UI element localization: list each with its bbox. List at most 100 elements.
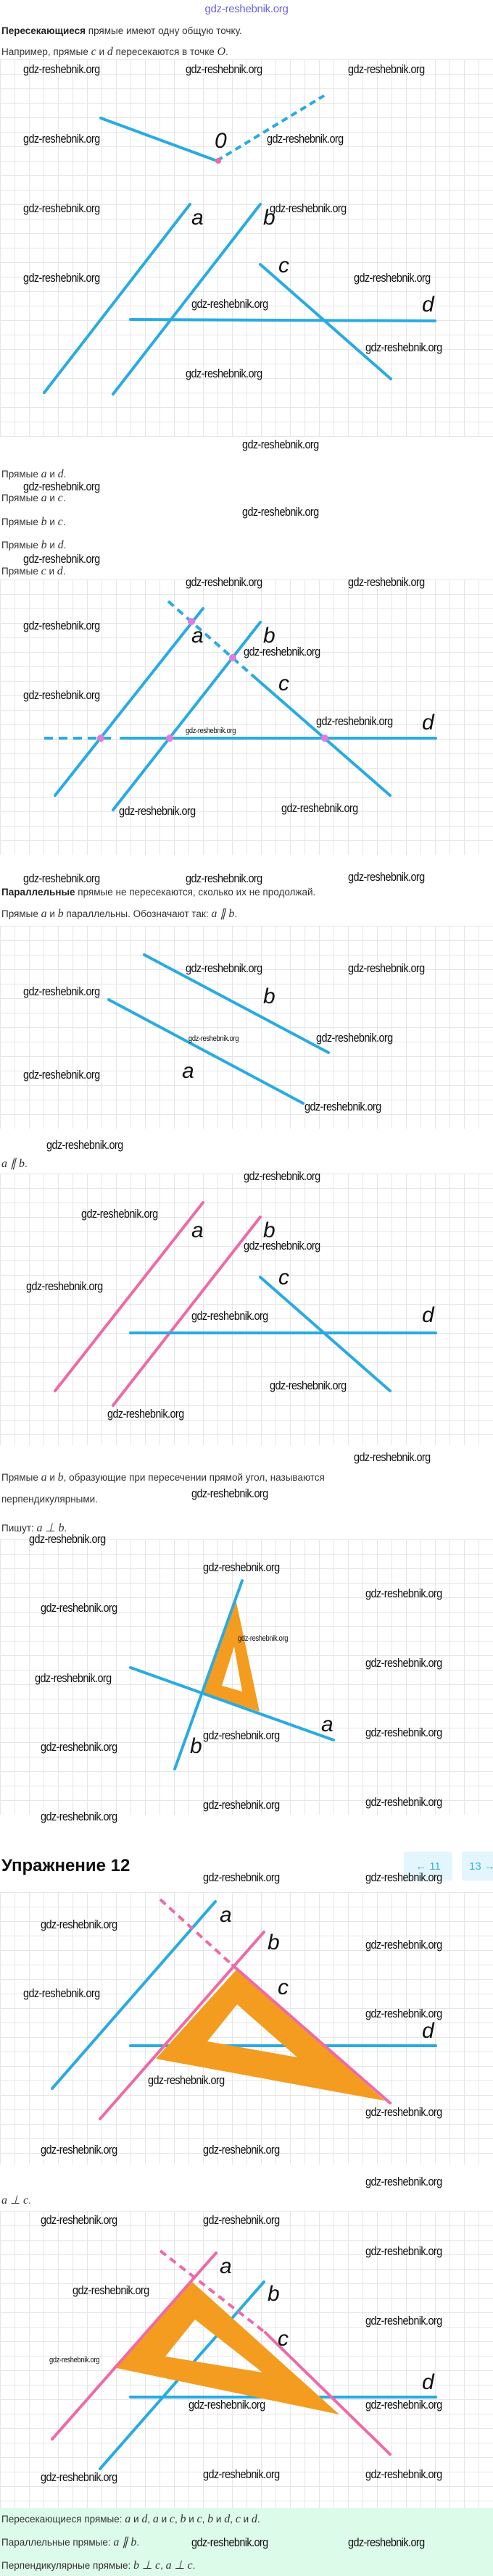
math-variable: b [41,539,47,551]
text-segment: перпендикулярными. [1,1494,98,1505]
math-variable: a ⊥ c [1,2194,29,2207]
label-a: a [321,1713,334,1736]
point-o-label: 0 [215,129,227,153]
math-variable: d [141,2513,148,2525]
label-d: d [422,711,435,735]
watermark-text: gdz-reshebnik.org [244,1169,320,1183]
intersection-point [97,735,104,742]
math-variable: b [57,908,64,920]
figure-5-grid [0,1539,493,1815]
watermark-text: gdz-reshebnik.org [348,575,425,589]
text-segment: . [62,566,66,577]
label-a: a [220,1903,232,1927]
perpendicular-notation: Пишут: a ⊥ b. [1,1522,67,1535]
watermark-text: gdz-reshebnik.org [191,1309,268,1323]
label-c: c [278,1975,289,1999]
label-b: b [190,1734,202,1758]
math-variable: c [57,492,63,504]
watermark-text: gdz-reshebnik.org [35,1671,112,1685]
watermark-text: gdz-reshebnik.org [107,1407,184,1421]
text-segment: Параллельные прямые: [1,2537,114,2548]
parallel-example: Прямые a и b параллельны. Обозначают так… [1,908,237,921]
watermark-text: gdz-reshebnik.org [72,2283,149,2297]
text-segment: . [64,1523,67,1534]
line-c [252,674,392,797]
label-b: b [268,1931,280,1954]
watermark-text: gdz-reshebnik.org [365,2105,442,2119]
text-segment: . [257,2514,260,2525]
watermark-text: gdz-reshebnik.org [242,505,319,519]
math-variable: b [180,2513,186,2525]
watermark-text: gdz-reshebnik.org [23,62,100,76]
watermark-text: gdz-reshebnik.org [203,1728,280,1742]
line-c [231,1964,392,2104]
answer-intersecting: Пересекающиеся прямые: a и d, a и c, b и… [1,2513,260,2526]
watermark-text: gdz-reshebnik.org [365,2314,442,2328]
line-c-dashed [159,1898,234,1967]
text-segment: . [63,469,67,480]
text-segment: и [46,469,58,480]
text-segment: . [62,493,66,503]
set-square [113,2282,339,2414]
math-variable: c [169,2513,175,2525]
label-d: d [422,293,435,317]
watermark-text: gdz-reshebnik.org [203,2143,280,2157]
parallel-notation: a ∥ b. [1,1158,28,1171]
watermark-text: gdz-reshebnik.org [203,2467,280,2481]
text-segment: пересекаются в точке [112,46,218,57]
watermark-text: gdz-reshebnik.org [365,340,442,354]
math-variable: a [41,1471,47,1484]
intersecting-example: Например, прямые c и d пересекаются в то… [1,46,228,59]
watermark-text: gdz-reshebnik.org [23,1068,100,1082]
bold-term: Параллельные [1,887,75,898]
label-d: d [422,2370,435,2394]
line-b [173,1579,244,1770]
line-a [54,607,204,797]
label-b: b [268,2282,280,2306]
line-a [51,2251,218,2441]
line-d-dashed [215,94,326,162]
watermark-text: gdz-reshebnik.org [365,1870,442,1884]
site-watermark-link[interactable]: gdz-reshebnik.org [204,3,289,15]
prev-exercise-button[interactable]: ← 11 [404,1852,452,1881]
watermark-text: gdz-reshebnik.org [186,575,262,589]
watermark-text: gdz-reshebnik.org [191,2535,268,2549]
watermark-text: gdz-reshebnik.org [29,1532,106,1546]
watermark-text: gdz-reshebnik.org [41,2213,117,2227]
math-variable: d [107,46,113,58]
figure-4-grid [0,1174,493,1445]
watermark-text: gdz-reshebnik.org [203,1560,280,1574]
text-segment: Пересекающиеся прямые: [1,2514,125,2525]
watermark-text: gdz-reshebnik.org [191,297,268,311]
watermark-text: gdz-reshebnik.org [23,619,100,632]
line-c-dashed [159,2249,267,2334]
math-variable: a ∥ b [113,2536,137,2548]
watermark-text: gdz-reshebnik.org [270,201,347,215]
answer-box [0,2508,493,2576]
watermark-text: gdz-reshebnik.org [41,2470,117,2484]
watermark-text: gdz-reshebnik.org [270,1379,347,1392]
line-d [129,318,436,322]
set-square [203,1599,260,1712]
math-variable: a [125,2513,131,2525]
watermark-text: gdz-reshebnik.org [365,1938,442,1952]
label-c: c [278,672,289,695]
label-c: c [278,2327,289,2351]
watermark-text: gdz-reshebnik.org [242,438,319,451]
intersection-point [166,735,173,742]
math-variable: d [251,2513,257,2525]
math-variable: b [207,2513,214,2525]
watermark-text: gdz-reshebnik.org [365,1726,442,1739]
figure-1-grid [0,59,493,437]
text-segment: . [234,908,238,919]
text-segment: прямые не пересекаются, сколько их не пр… [75,887,316,898]
math-variable: b ⊥ c [133,2559,161,2572]
figure-6-caption: a ⊥ c. [1,2194,31,2207]
text-segment: и [46,540,58,551]
intersection-point [188,618,195,625]
watermark-text: gdz-reshebnik.org [23,871,100,885]
next-exercise-button[interactable]: 13 → [462,1852,493,1881]
math-variable: c [57,516,63,528]
watermark-text: gdz-reshebnik.org [203,1798,280,1812]
